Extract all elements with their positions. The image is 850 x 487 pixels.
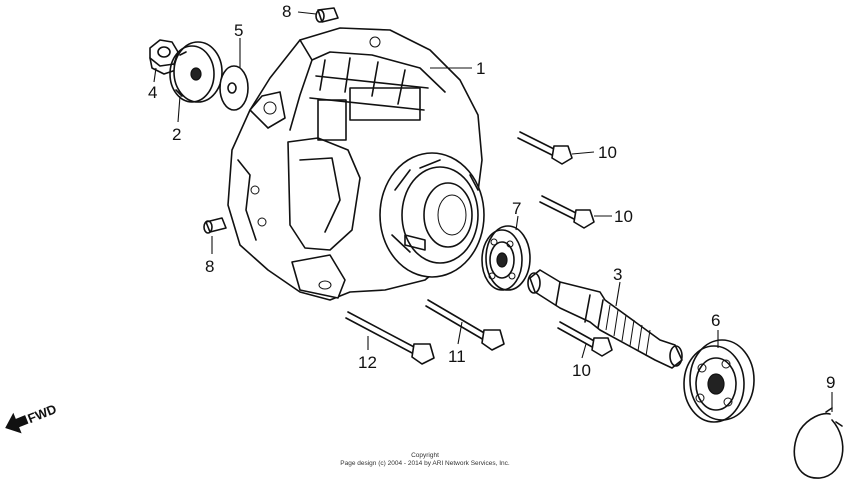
circlip-part-9[interactable] [793,407,844,479]
cap-part-2[interactable] [169,41,223,103]
callout-8-top: 8 [282,2,291,21]
callout-1: 1 [476,59,485,78]
callout-labels: 1 2 3 4 5 6 7 8 8 9 10 10 10 11 12 [148,2,835,392]
forward-label: FWD [26,401,59,426]
callout-4: 4 [148,83,157,102]
shaft-part-3[interactable] [527,269,683,369]
callout-8-bottom: 8 [205,257,214,276]
bolt-part-10-middle[interactable] [539,195,595,229]
dowel-pin-part-8-top[interactable] [315,7,339,23]
callout-9: 9 [826,373,835,392]
callout-10-upper: 10 [598,143,617,162]
bolt-part-12[interactable] [345,311,435,365]
bolt-part-10-upper[interactable] [517,131,573,165]
forward-arrow-icon [5,412,29,434]
callout-12: 12 [358,353,377,372]
callout-3: 3 [613,265,622,284]
bolt-part-10-lower[interactable] [557,321,613,357]
callout-10-lower: 10 [572,361,591,380]
callout-11: 11 [448,347,466,366]
callout-2: 2 [172,125,181,144]
callout-10-middle: 10 [614,207,633,226]
callout-6: 6 [711,311,720,330]
bearing-part-6[interactable] [683,339,755,423]
copyright-line-1: Copyright [411,452,439,459]
dowel-pin-part-8-bottom[interactable] [203,217,227,234]
callout-7: 7 [512,199,521,218]
washer-part-5[interactable] [219,65,249,111]
forward-direction-indicator: FWD [5,401,59,434]
copyright-line-2: Page design (c) 2004 - 2014 by ARI Netwo… [340,460,510,467]
bolt-part-11[interactable] [425,299,505,351]
bearing-part-7[interactable] [481,225,531,291]
housing-part-1[interactable] [227,27,485,301]
callout-5: 5 [234,21,243,40]
leader-lines [153,11,833,412]
